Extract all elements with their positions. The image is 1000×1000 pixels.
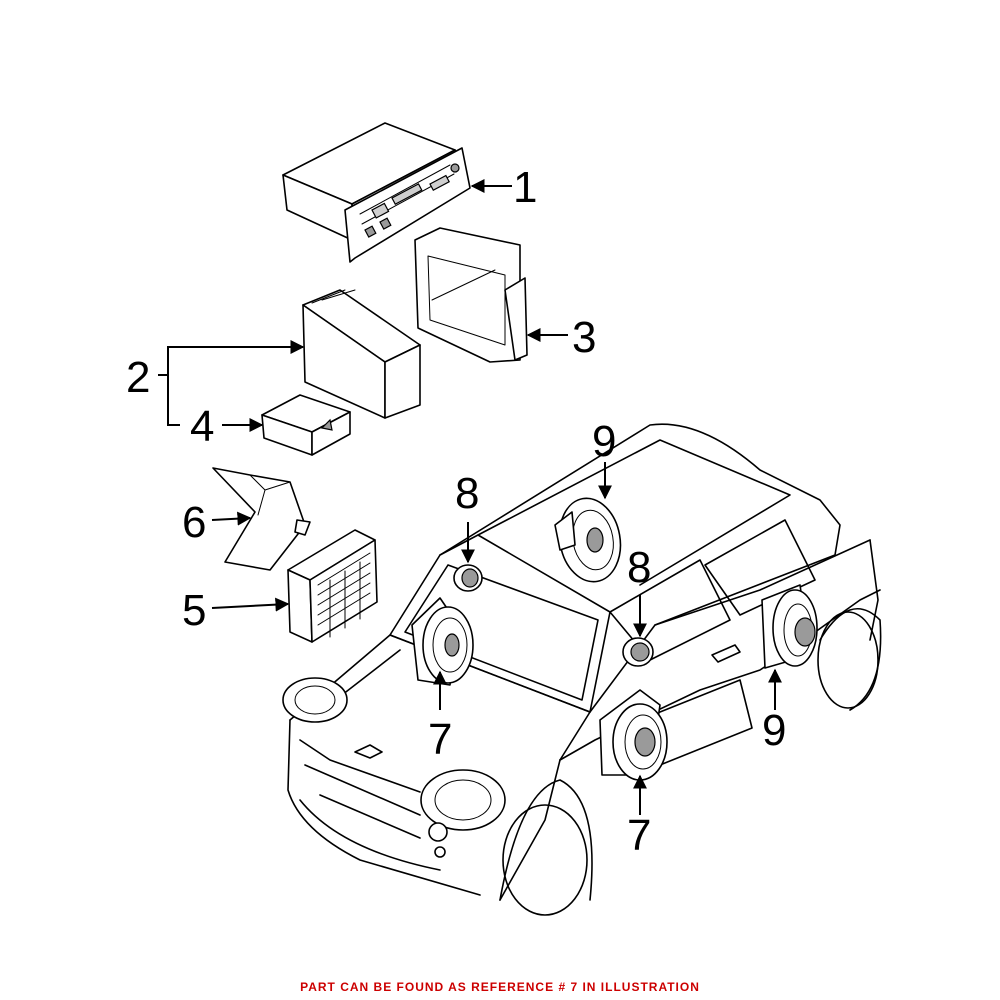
speaker-dash-left xyxy=(411,597,474,686)
callout-4: 4 xyxy=(190,402,214,451)
circuit-module xyxy=(287,529,378,643)
callout-7-dash: 7 xyxy=(428,715,452,764)
callout-5: 5 xyxy=(182,586,206,635)
tweeter-right xyxy=(622,637,654,667)
control-module xyxy=(261,394,351,456)
speaker-rear-side xyxy=(761,584,818,669)
tweeter-left xyxy=(453,564,483,592)
radio-head-unit xyxy=(282,122,471,263)
amplifier-module xyxy=(302,289,421,419)
callout-8-right: 8 xyxy=(627,543,651,592)
car-body xyxy=(282,423,882,916)
callout-9-rear: 9 xyxy=(762,706,786,755)
callout-3: 3 xyxy=(572,313,596,362)
speaker-door-front xyxy=(599,689,668,781)
callout-9-upper: 9 xyxy=(592,417,616,466)
speaker-rear-upper xyxy=(554,497,622,583)
radio-bracket xyxy=(414,227,528,363)
callout-1: 1 xyxy=(513,163,537,212)
leader-lines xyxy=(158,179,782,815)
callout-2: 2 xyxy=(126,353,150,402)
callout-6: 6 xyxy=(182,498,206,547)
callout-8-left: 8 xyxy=(455,469,479,518)
reference-note: PART CAN BE FOUND AS REFERENCE # 7 IN IL… xyxy=(300,980,700,994)
callout-7-door: 7 xyxy=(627,811,651,860)
